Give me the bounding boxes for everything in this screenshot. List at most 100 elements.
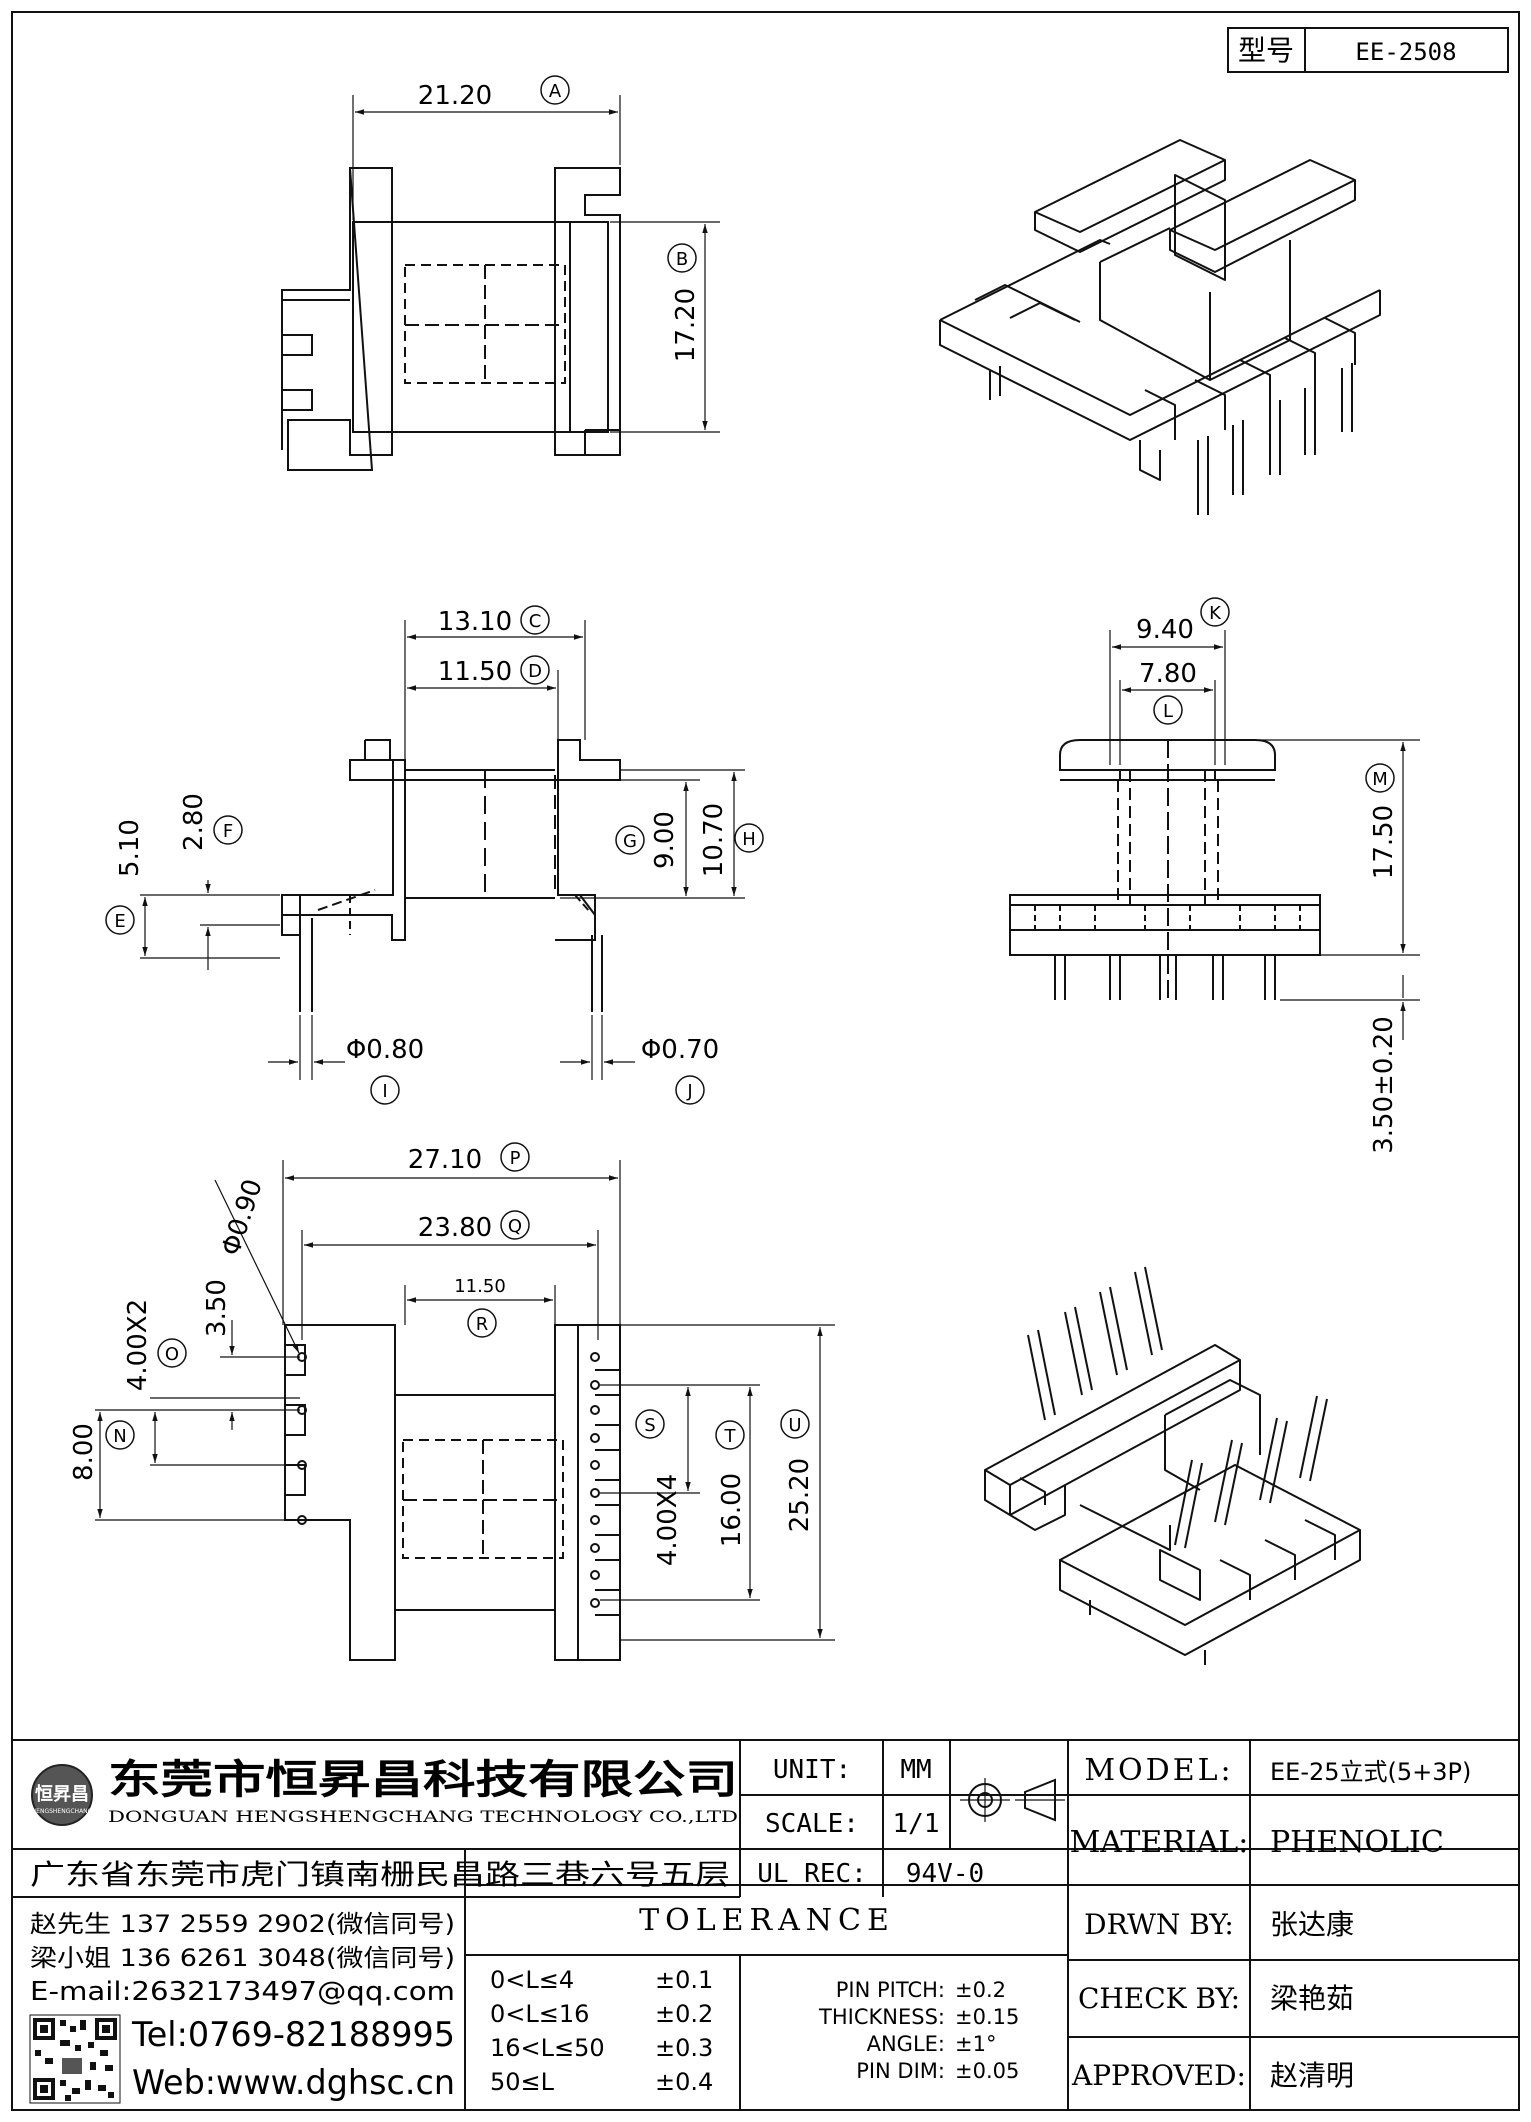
unit-label: UNIT: [773,1755,851,1785]
tol-extra-label: ANGLE: [867,2032,945,2056]
dim-H: H 10.70 [699,803,764,877]
tolerance-extra: PIN PITCH: ±0.2 THICKNESS: ±0.15 ANGLE: … [818,1978,1019,2083]
logo-sub: HENGSHENGCHANG [32,1808,93,1815]
tol-value: ±0.3 [655,2034,713,2062]
model-label: MODEL: [1084,1753,1233,1788]
dim-A-letter: A [549,81,562,102]
ul-value: 94V-0 [906,1859,984,1889]
isometric-view-bottom [984,1266,1361,1665]
dim-F-letter: F [223,821,233,842]
top-view [281,95,720,471]
dim-S-value: 4.00X4 [653,1474,683,1566]
dim-T: T 16.00 [715,1420,747,1547]
dim-O-value: 4.00X2 [123,1299,153,1391]
dim-Q-letter: Q [508,1216,522,1237]
dim-M: M 17.50 [1365,763,1399,879]
contact-tel: Tel:0769-82188995 [131,2015,455,2055]
bottom-view [95,1160,835,1661]
dim-hole: Φ0.90 [216,1176,269,1260]
qr-code [29,2014,121,2104]
dim-S: S 4.00X4 [635,1409,683,1566]
scale-label: SCALE: [765,1809,859,1839]
dim-pin-length-value: 3.50±0.20 [1369,1016,1399,1154]
projection-symbol-icon [960,1778,1065,1822]
company-logo: 恒昇昌 HENGSHENGCHANG [31,1764,93,1826]
dim-A: 21.20 A [418,75,570,111]
logo-text: 恒昇昌 [35,1783,89,1805]
dim-K-letter: K [1209,603,1222,624]
dim-E-letter: E [114,911,125,932]
model-number-box: 型号 EE-2508 [1227,27,1509,73]
dim-L-letter: L [1163,701,1173,722]
approved-label: APPROVED: [1071,2059,1246,2092]
dim-K: 9.40 K [1136,597,1230,645]
dim-hole-value: Φ0.90 [216,1176,269,1260]
dim-S-letter: S [644,1415,655,1436]
ul-label: UL REC: [757,1859,867,1889]
tol-extra-value: ±0.15 [955,2005,1019,2029]
material-value: PHENOLIC [1270,1825,1444,1860]
tol-extra-value: ±0.2 [955,1978,1006,2002]
sheet-border [11,11,1520,2111]
dim-M-value: 17.50 [1369,805,1399,879]
tol-extra-label: PIN PITCH: [836,1978,945,2002]
dim-N-letter: N [113,1426,126,1447]
dim-I: Φ0.80 I [346,1035,424,1105]
unit-value: MM [900,1755,931,1785]
dim-pin-length: 3.50±0.20 [1369,1016,1399,1154]
dim-A-value: 21.20 [418,81,492,111]
dim-B-letter: B [676,249,688,270]
dim-O: O 4.00X2 [123,1299,187,1391]
dim-P-letter: P [510,1148,521,1169]
dim-T-letter: T [724,1426,737,1447]
dim-E-value: 5.10 [115,819,145,877]
dim-F: F 2.80 [179,793,243,851]
isometric-view-top [939,139,1381,515]
dim-U-letter: U [788,1415,801,1436]
tolerance-rows: 0<L≤4 ±0.1 0<L≤16 ±0.2 16<L≤50 ±0.3 50≤L… [490,1966,713,2096]
dim-F-value: 2.80 [179,793,209,851]
contact-email: E-mail:2632173497@qq.com [30,1977,455,2007]
dim-D: 11.50 D [438,655,550,687]
dim-G-value: 9.00 [650,811,680,869]
approved-value: 赵清明 [1270,2059,1354,2092]
tol-range: 16<L≤50 [490,2034,605,2062]
model-box-value: EE-2508 [1355,38,1456,66]
dim-M-letter: M [1372,769,1388,790]
dim-C: 13.10 C [438,605,550,637]
contact-web: Web:www.dghsc.cn [132,2063,455,2103]
tolerance-title: TOLERANCE [639,1903,895,1938]
tol-range: 0<L≤4 [490,1966,574,1994]
dim-D-value: 11.50 [438,657,512,687]
dim-B-value: 17.20 [671,288,701,362]
dim-E: E 5.10 [105,819,145,935]
dim-G-letter: G [623,831,637,852]
tol-range: 50≤L [490,2068,555,2096]
drawn-value: 张达康 [1270,1908,1354,1941]
dim-H-letter: H [742,829,756,850]
dim-L: 7.80 L [1139,659,1197,725]
scale-value: 1/1 [893,1809,940,1839]
dim-T-value: 16.00 [717,1473,747,1547]
model-value: EE-25立式(5+3P) [1270,1758,1471,1786]
company-name-en: DONGUAN HENGSHENGCHANG TECHNOLOGY CO.,LT… [108,1807,738,1826]
dim-U: U 25.20 [780,1409,815,1532]
company-address: 广东省东莞市虎门镇南栅民昌路三巷六号五层 [30,1858,730,1891]
model-box-label: 型号 [1238,34,1294,67]
dim-N: N 8.00 [69,1420,135,1481]
tol-value: ±0.1 [655,1966,713,1994]
dim-H-value: 10.70 [699,803,729,877]
dim-J-letter: J [686,1081,692,1102]
dim-top-offset: 3.50 [202,1279,232,1337]
dim-P: 27.10 P [408,1142,530,1175]
check-label: CHECK BY: [1078,1982,1240,2015]
company-name-cn: 东莞市恒昇昌科技有限公司 [108,1757,738,1803]
dim-P-value: 27.10 [408,1145,482,1175]
contact-2: 梁小姐 136 6261 3048(微信同号) [30,1944,455,1972]
tol-extra-value: ±0.05 [955,2059,1019,2083]
dim-C-value: 13.10 [438,607,512,637]
dim-R-value: 11.50 [454,1276,506,1297]
front-view [140,620,745,1080]
dim-U-value: 25.20 [785,1458,815,1532]
